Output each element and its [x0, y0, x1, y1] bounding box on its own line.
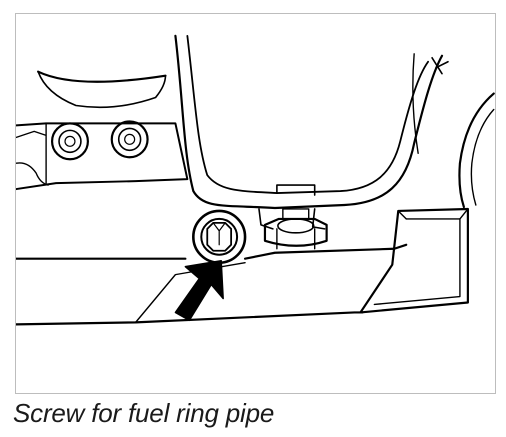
right-outer-curve — [458, 92, 495, 209]
connector-neck — [276, 184, 316, 196]
rail-bottom — [16, 311, 364, 326]
pipe-connector — [263, 208, 328, 250]
technical-illustration — [16, 34, 495, 326]
right-bracket — [359, 207, 469, 314]
bolt-left — [50, 122, 89, 161]
illustration-frame — [15, 13, 496, 394]
pointer-arrow-icon — [174, 259, 224, 322]
screw-icon — [192, 209, 247, 264]
figure-caption: Screw for fuel ring pipe — [13, 398, 275, 428]
dome-shape — [37, 70, 167, 83]
bolt-right — [110, 120, 149, 159]
housing-inner-curve — [186, 34, 429, 194]
rail-top — [16, 243, 408, 260]
housing-outer-curve — [174, 34, 444, 210]
